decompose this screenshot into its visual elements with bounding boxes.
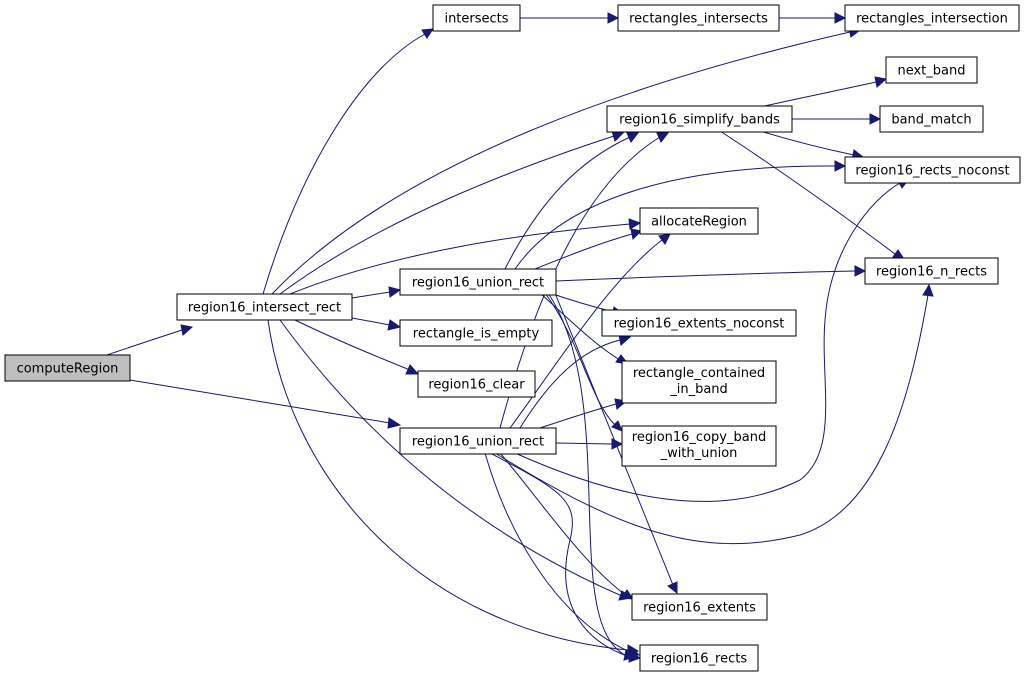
edge-simplify-bands-to-next-band — [759, 76, 888, 108]
node-rectangles-intersects[interactable]: rectangles_intersects — [617, 4, 780, 32]
node-label: allocateRegion — [651, 215, 747, 230]
edge-intersect-rect-to-rectangles-intersection — [271, 26, 862, 295]
edge-union-rect-a-to-simplify-bands — [504, 132, 640, 270]
edge-union-rect-a-to-extents — [554, 292, 678, 595]
edge-union-rect-b-to-n-rects — [494, 283, 934, 545]
edge-union-rect-a-to-n-rects — [555, 265, 867, 282]
edge-union-rect-b-to-extents-noconst — [519, 334, 632, 429]
edge-rectangles-intersects-to-intersection — [779, 12, 847, 24]
node-region16-rects[interactable]: region16_rects — [639, 644, 759, 672]
node-compute-region[interactable]: computeRegion — [4, 354, 131, 382]
node-label: region16_union_rect — [412, 435, 544, 450]
node-region16-extents[interactable]: region16_extents — [631, 593, 768, 621]
node-region16-clear[interactable]: region16_clear — [417, 370, 536, 398]
node-allocate-region[interactable]: allocateRegion — [639, 207, 759, 235]
edge-union-rect-b-to-rects-loop — [489, 452, 642, 663]
node-label: intersects — [444, 12, 508, 27]
node-label: region16_union_rect — [412, 276, 544, 291]
node-region16-union-rect-a[interactable]: region16_union_rect — [399, 268, 557, 296]
edge-simplify-bands-to-rects-noconst — [759, 130, 865, 161]
edge-union-rect-a-to-allocate-region — [534, 228, 643, 270]
node-label: region16_rects — [651, 652, 747, 667]
node-label: band_match — [891, 113, 971, 128]
node-region16-simplify-bands[interactable]: region16_simplify_bands — [606, 105, 793, 133]
edge-intersect-rect-to-intersects — [262, 28, 434, 295]
node-region16-union-rect-b[interactable]: region16_union_rect — [399, 427, 557, 455]
node-rectangles-intersection[interactable]: rectangles_intersection — [844, 4, 1020, 32]
node-region16-extents-noconst[interactable]: region16_extents_noconst — [601, 309, 797, 337]
edge-computeRegion-to-union-rect-b — [129, 379, 402, 429]
node-region16-intersect-rect[interactable]: region16_intersect_rect — [176, 293, 353, 321]
node-label-line2: _with_union — [660, 446, 738, 461]
node-label-line2: _in_band — [669, 382, 728, 397]
node-intersects[interactable]: intersects — [432, 4, 521, 32]
edge-computeRegion-to-intersect-rect — [106, 324, 194, 356]
node-label: region16_simplify_bands — [619, 113, 780, 128]
node-label: region16_rects_noconst — [855, 164, 1009, 179]
edge-union-rect-b-to-copy-band — [555, 438, 624, 450]
node-label: region16_n_rects — [876, 265, 987, 280]
edge-union-rect-b-to-rects-left — [484, 452, 641, 657]
node-label-line1: region16_copy_band — [632, 430, 766, 445]
edge-intersects-to-rectangles-intersects — [520, 12, 620, 24]
node-band-match[interactable]: band_match — [879, 105, 984, 133]
node-label-line1: rectangle_contained — [633, 366, 765, 381]
edge-union-rect-a-to-copy-band — [544, 292, 623, 432]
node-next-band[interactable]: next_band — [885, 56, 978, 84]
node-rectangle-is-empty[interactable]: rectangle_is_empty — [399, 319, 553, 347]
edge-union-rect-b-to-extents — [499, 452, 634, 600]
edge-intersect-rect-to-extents — [279, 319, 633, 601]
edge-intersect-rect-to-rects — [267, 319, 640, 656]
node-label: region16_extents_noconst — [614, 317, 785, 332]
node-rectangle-contained-in-band[interactable]: rectangle_contained _in_band — [621, 360, 777, 404]
edge-simplify-bands-to-band-match — [792, 113, 882, 125]
graph-edges — [106, 12, 934, 663]
edge-intersect-rect-to-allocate-region — [289, 218, 642, 295]
node-label: region16_extents — [643, 601, 756, 616]
node-region16-n-rects[interactable]: region16_n_rects — [864, 257, 999, 285]
edge-intersect-rect-to-clear — [294, 319, 420, 375]
node-label: next_band — [897, 64, 965, 79]
edge-union-rect-a-to-rects — [547, 292, 637, 661]
edge-simplify-bands-to-n-rects — [719, 130, 906, 260]
edge-union-rect-a-to-rects-noconst — [514, 160, 847, 270]
node-label: rectangles_intersects — [629, 12, 768, 27]
graph-nodes: computeRegion region16_intersect_rect in… — [4, 4, 1021, 672]
edge-intersect-rect-to-union-rect-a — [351, 286, 402, 299]
node-region16-rects-noconst[interactable]: region16_rects_noconst — [844, 156, 1021, 184]
node-region16-copy-band-with-union[interactable]: region16_copy_band _with_union — [621, 425, 777, 467]
node-label: computeRegion — [17, 362, 119, 377]
edge-intersect-rect-to-is-empty — [351, 317, 402, 331]
node-label: region16_intersect_rect — [188, 301, 341, 316]
node-label: rectangles_intersection — [856, 12, 1008, 27]
node-label: rectangle_is_empty — [413, 327, 540, 342]
edge-union-rect-b-to-allocate-region — [509, 233, 671, 429]
node-label: region16_clear — [428, 378, 525, 393]
